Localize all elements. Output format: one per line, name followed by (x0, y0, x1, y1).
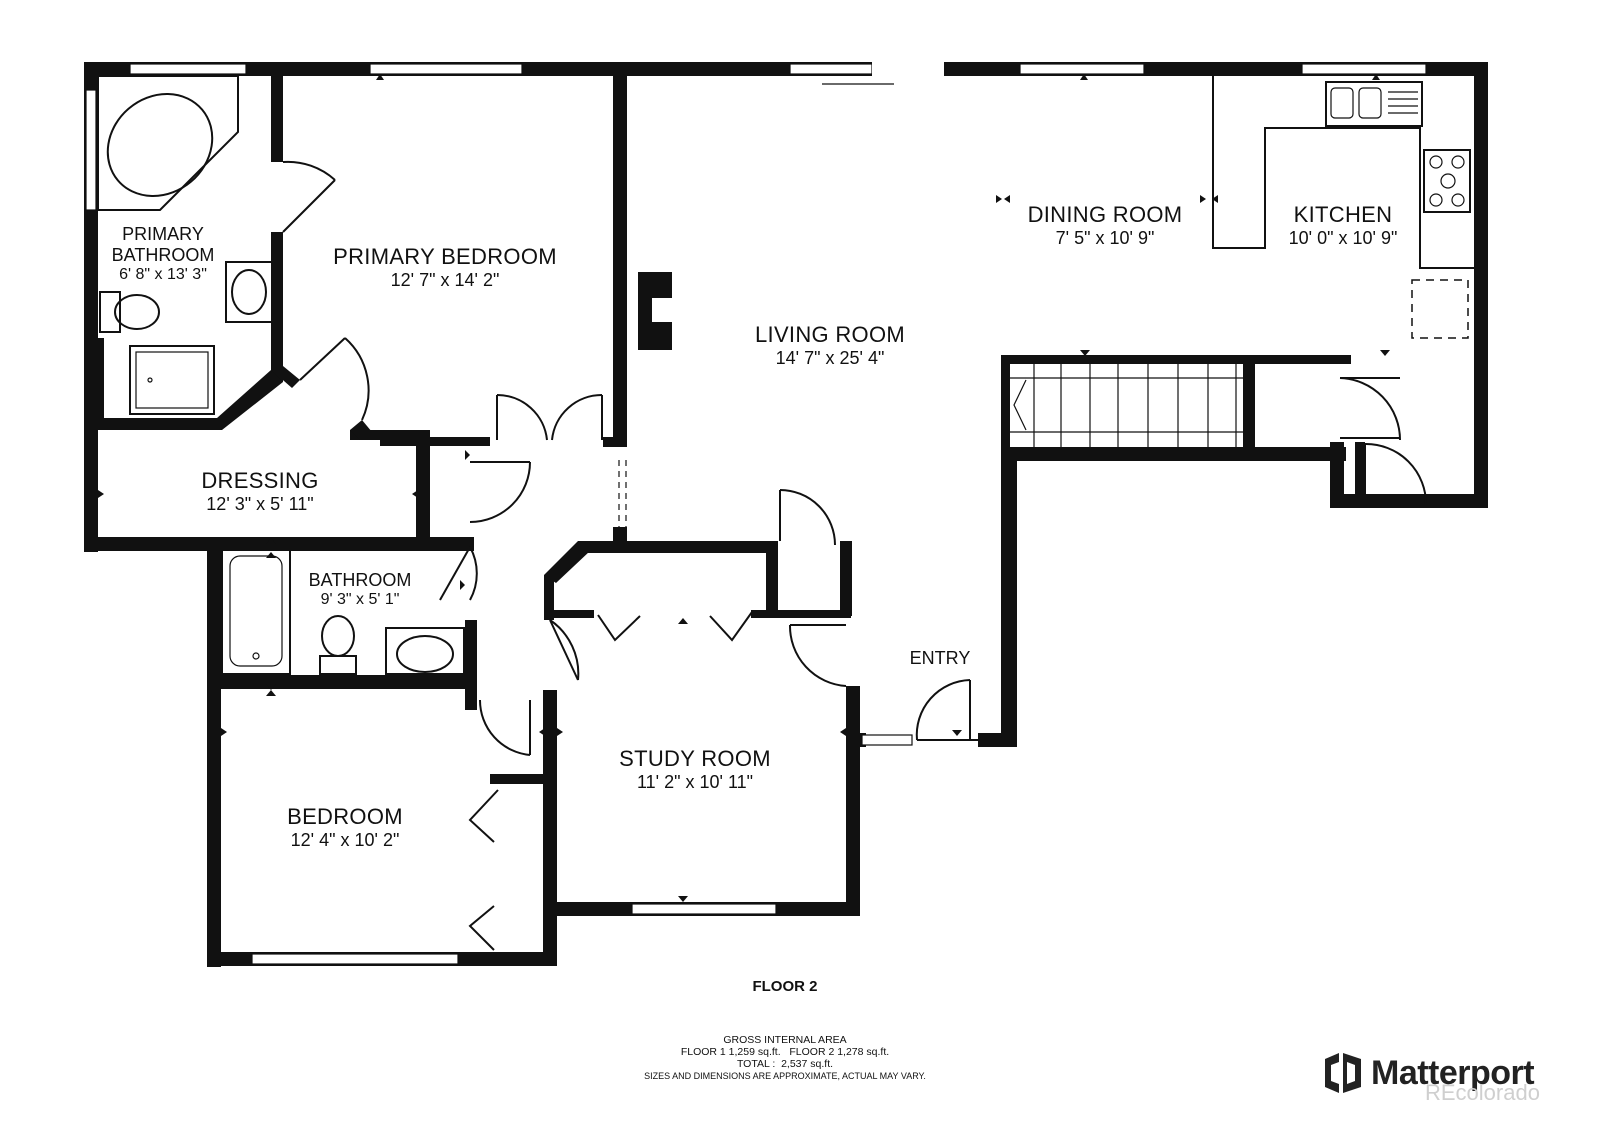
study-room-dims: 11' 2" x 10' 11" (636, 772, 754, 792)
living-room-name: LIVING ROOM (755, 322, 905, 347)
fixtures (97, 75, 1474, 675)
dining-room-label: DINING ROOM 7' 5" x 10' 9" (1010, 202, 1200, 249)
kitchen-name: KITCHEN (1293, 202, 1393, 227)
bathroom-name: BATHROOM (308, 570, 412, 590)
primary-bathroom-dims: 6' 8" x 13' 3" (119, 266, 207, 283)
matterport-logo-text: Matterport (1371, 1053, 1535, 1092)
walls (84, 62, 1488, 967)
study-room-name: STUDY ROOM (619, 746, 771, 771)
study-room-label: STUDY ROOM 11' 2" x 10' 11" (600, 746, 790, 793)
area-floors: FLOOR 1 1,259 sq.ft. FLOOR 2 1,278 sq.ft… (680, 1046, 890, 1058)
primary-bathroom-name-line2: BATHROOM (111, 245, 215, 265)
kitchen-dims: 10' 0" x 10' 9" (1288, 228, 1398, 248)
primary-bathroom-name-line1: PRIMARY (122, 224, 204, 244)
doors (282, 160, 1428, 951)
bedroom-label: BEDROOM 12' 4" x 10' 2" (260, 804, 430, 851)
primary-bedroom-label: PRIMARY BEDROOM 12' 7" x 14' 2" (300, 244, 590, 291)
opening-markers (98, 74, 1390, 902)
dressing-name: DRESSING (201, 468, 319, 493)
living-room-dims: 14' 7" x 25' 4" (775, 348, 885, 368)
matterport-logo: Matterport (1323, 1052, 1535, 1094)
bedroom-name: BEDROOM (287, 804, 403, 829)
staircase (1010, 364, 1243, 447)
watermark: REcolorado (1425, 1080, 1540, 1105)
bathroom-label: BATHROOM 9' 3" x 5' 1" (290, 570, 430, 609)
area-total: TOTAL : 2,537 sq.ft. (736, 1058, 834, 1070)
dining-room-name: DINING ROOM (1027, 202, 1183, 227)
bathroom-dims: 9' 3" x 5' 1" (320, 591, 400, 608)
kitchen-label: KITCHEN 10' 0" x 10' 9" (1268, 202, 1418, 249)
windows (85, 60, 1427, 965)
dressing-dims: 12' 3" x 5' 11" (206, 494, 314, 514)
area-disclaimer: SIZES AND DIMENSIONS ARE APPROXIMATE, AC… (644, 1071, 926, 1081)
primary-bedroom-dims: 12' 7" x 14' 2" (390, 270, 500, 290)
area-heading: GROSS INTERNAL AREA (723, 1034, 847, 1046)
living-room-label: LIVING ROOM 14' 7" x 25' 4" (730, 322, 930, 369)
primary-bathroom-label: PRIMARY BATHROOM 6' 8" x 13' 3" (100, 224, 226, 284)
area-summary: GROSS INTERNAL AREA FLOOR 1 1,259 sq.ft.… (600, 1034, 970, 1082)
floor-title: FLOOR 2 (752, 978, 818, 995)
dining-room-dims: 7' 5" x 10' 9" (1055, 228, 1155, 248)
entry-label: ENTRY (909, 648, 971, 668)
matterport-logo-icon (1325, 1053, 1361, 1093)
dressing-label: DRESSING 12' 3" x 5' 11" (170, 468, 350, 515)
bedroom-dims: 12' 4" x 10' 2" (290, 830, 400, 850)
primary-bedroom-name: PRIMARY BEDROOM (333, 244, 557, 269)
